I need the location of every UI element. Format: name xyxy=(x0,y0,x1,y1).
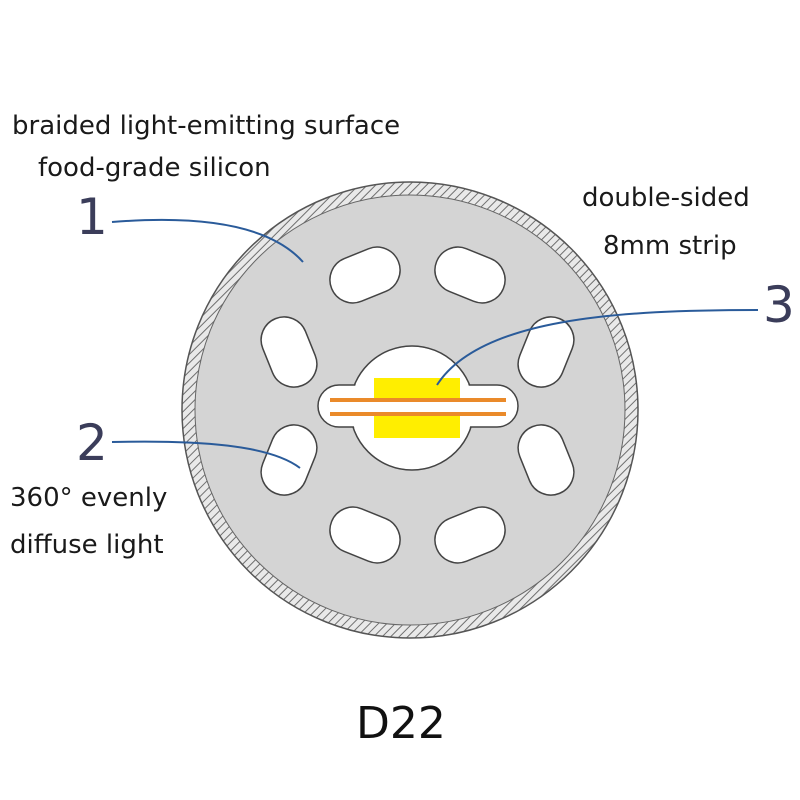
label-food-grade-silicon: food-grade silicon xyxy=(38,153,271,183)
chamber-top-left xyxy=(329,246,401,304)
leader-line-1 xyxy=(111,218,304,263)
led-chip-bottom xyxy=(374,416,460,438)
label-diffuse-light: diffuse light xyxy=(10,530,164,560)
callout-number-3: 3 xyxy=(763,276,795,334)
diffusion-chambers xyxy=(260,246,575,564)
label-360-evenly: 360° evenly xyxy=(10,483,168,513)
chamber-left-lower xyxy=(260,424,318,496)
pcb-strip-bottom xyxy=(330,412,506,416)
led-chip-top xyxy=(374,378,460,400)
leader-line-3 xyxy=(436,309,759,386)
chamber-left-upper xyxy=(260,316,318,388)
pcb-strip-top xyxy=(330,398,506,402)
chamber-right-lower xyxy=(517,424,575,496)
label-braided-surface: braided light-emitting surface xyxy=(12,111,401,141)
chamber-bottom-right xyxy=(434,506,506,564)
chamber-bottom-left xyxy=(329,506,401,564)
chamber-top-right xyxy=(434,246,506,304)
chamber-right-upper xyxy=(517,316,575,388)
callout-number-1: 1 xyxy=(76,188,108,246)
model-title: D22 xyxy=(356,698,446,749)
label-8mm-strip: 8mm strip xyxy=(603,231,737,261)
label-double-sided: double-sided xyxy=(582,183,750,213)
leader-line-2 xyxy=(111,440,301,469)
callout-number-2: 2 xyxy=(76,414,108,472)
